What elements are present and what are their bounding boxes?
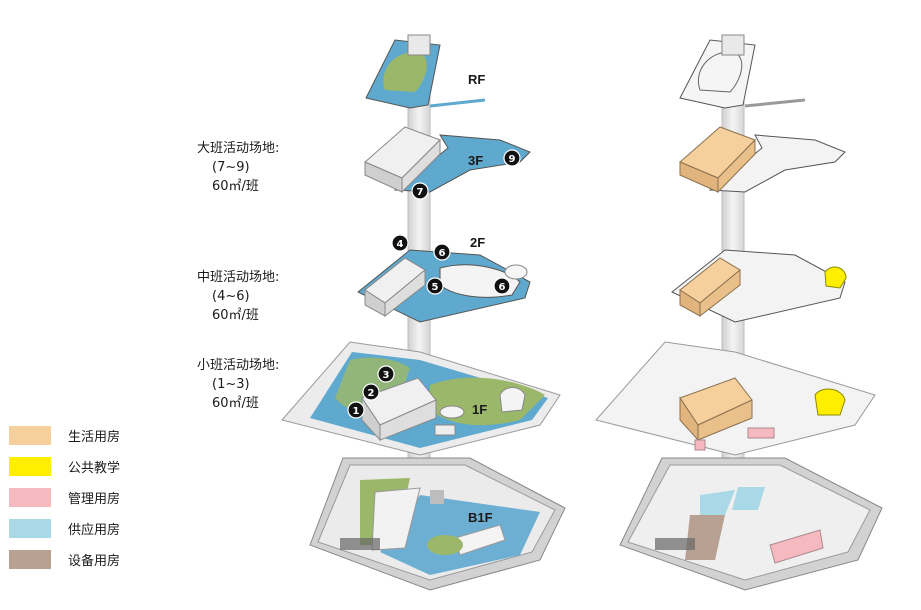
marker-6a: 6 — [433, 243, 451, 261]
svg-text:设备用房: 设备用房 — [68, 553, 120, 569]
label-2f: 2F — [470, 235, 485, 250]
right-b1f-floor — [619, 457, 883, 591]
zone-small-class: 小班活动场地: (1~3) 60㎡/班 — [197, 358, 279, 411]
legend-swatch-living — [9, 426, 51, 445]
marker-7: 7 — [411, 182, 429, 200]
svg-text:6: 6 — [499, 282, 506, 293]
zone-middle-class: 中班活动场地: (4~6) 60㎡/班 — [197, 270, 279, 323]
left-3f-floor — [364, 126, 531, 194]
right-rf-floor — [679, 34, 806, 109]
marker-5: 5 — [426, 277, 444, 295]
left-b1f-floor — [309, 457, 566, 591]
zone-large-class: 大班活动场地: (7~9) 60㎡/班 — [197, 141, 279, 194]
svg-text:公共教学: 公共教学 — [68, 460, 120, 476]
svg-text:2: 2 — [368, 388, 375, 399]
marker-1: 1 — [347, 401, 365, 419]
svg-text:管理用房: 管理用房 — [68, 491, 120, 507]
label-3f: 3F — [468, 153, 483, 168]
legend-item-living: 生活用房 — [9, 426, 120, 445]
right-axonometric-stack — [595, 34, 883, 591]
zone-middle-title: 中班活动场地: — [197, 270, 279, 285]
svg-text:生活用房: 生活用房 — [68, 429, 120, 445]
zone-small-range: (1~3) — [212, 377, 250, 392]
legend-swatch-supply — [9, 519, 51, 538]
legend-swatch-public — [9, 457, 51, 476]
svg-text:5: 5 — [432, 282, 439, 293]
legend-item-supply: 供应用房 — [9, 519, 120, 538]
legend: 生活用房 公共教学 管理用房 供应用房 设备用房 — [9, 426, 120, 569]
svg-text:7: 7 — [417, 187, 424, 198]
marker-3: 3 — [377, 365, 395, 383]
marker-6b: 6 — [493, 277, 511, 295]
zone-small-area: 60㎡/班 — [212, 396, 259, 411]
svg-text:3: 3 — [383, 370, 390, 381]
right-1f-floor — [595, 341, 876, 456]
zone-large-area: 60㎡/班 — [212, 179, 259, 194]
zone-large-range: (7~9) — [212, 160, 250, 175]
left-axonometric-stack: RF 3F 2F 1F B1F 1 2 3 4 5 6 6 7 9 — [281, 34, 566, 591]
left-1f-floor — [281, 341, 561, 456]
zone-large-title: 大班活动场地: — [197, 141, 279, 156]
svg-text:9: 9 — [509, 154, 516, 165]
right-3f-floor — [679, 126, 846, 194]
legend-item-public: 公共教学 — [9, 457, 120, 476]
svg-text:6: 6 — [439, 248, 446, 259]
legend-item-equipment: 设备用房 — [9, 550, 120, 569]
label-b1f: B1F — [468, 510, 493, 525]
marker-9: 9 — [503, 149, 521, 167]
zone-middle-range: (4~6) — [212, 289, 250, 304]
left-rf-floor — [365, 34, 486, 109]
zone-middle-area: 60㎡/班 — [212, 308, 259, 323]
svg-text:4: 4 — [397, 239, 404, 250]
legend-swatch-equipment — [9, 550, 51, 569]
marker-4: 4 — [391, 234, 409, 252]
marker-2: 2 — [362, 383, 380, 401]
right-2f-floor — [671, 249, 847, 323]
svg-text:供应用房: 供应用房 — [68, 522, 120, 538]
label-1f: 1F — [472, 402, 487, 417]
legend-swatch-admin — [9, 488, 51, 507]
legend-item-admin: 管理用房 — [9, 488, 120, 507]
label-rf: RF — [468, 72, 485, 87]
zone-small-title: 小班活动场地: — [197, 358, 279, 373]
svg-text:1: 1 — [353, 406, 360, 417]
